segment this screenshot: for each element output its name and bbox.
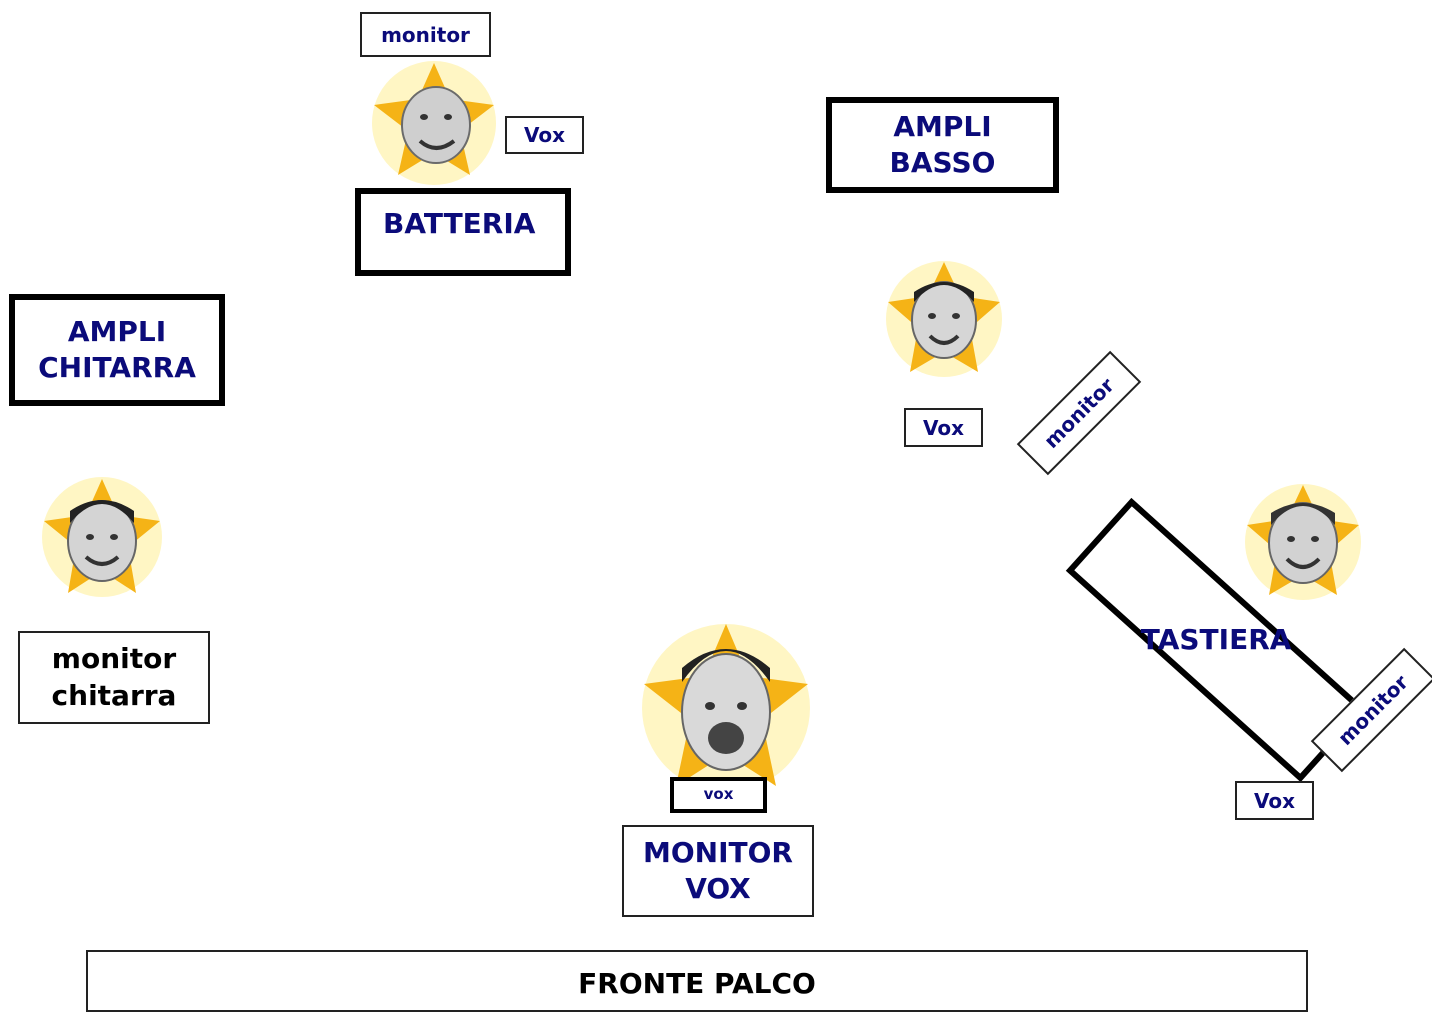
lead-monitor-box: MONITOR VOX: [622, 825, 814, 917]
guitarist-avatar: [40, 475, 164, 599]
guitar-amp-box: AMPLI CHITARRA: [9, 294, 225, 406]
keys-vox-box: Vox: [1235, 781, 1314, 820]
drum-vox-box: Vox: [505, 116, 584, 154]
drums-box: BATTERIA: [355, 188, 571, 276]
stage-front-bar: FRONTE PALCO: [86, 950, 1308, 1012]
keyboard-label: TASTIERA: [1140, 622, 1292, 656]
bassist-avatar: [884, 258, 1004, 380]
bass-vox-box: Vox: [904, 408, 983, 447]
bass-monitor-box: monitor: [1016, 350, 1142, 476]
guitar-monitor-box: monitor chitarra: [18, 631, 210, 724]
lead-singer-avatar: [638, 620, 814, 796]
lead-vox-box: vox: [670, 777, 767, 813]
drum-monitor-box: monitor: [360, 12, 491, 57]
keyboardist-avatar: [1243, 481, 1363, 603]
bass-amp-box: AMPLI BASSO: [826, 97, 1059, 193]
drummer-avatar: [368, 57, 500, 189]
